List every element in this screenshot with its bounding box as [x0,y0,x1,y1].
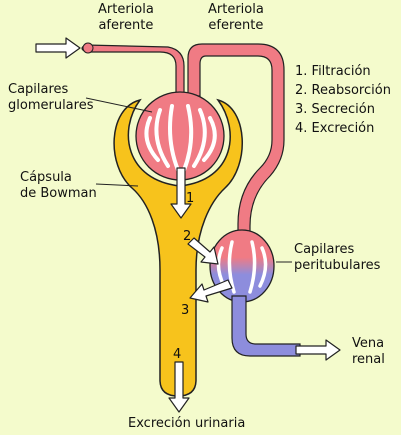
renal-vein-label: Vena renal [352,336,385,368]
renal-vein-label-line-2: renal [352,352,385,368]
afferent-arteriole [82,45,184,96]
glomerular-capillaries-label-line-2: glomerulares [8,98,93,114]
peritubular-capillaries-label-line-2: peritubulares [294,258,380,274]
bowman-capsule-label: Cápsula de Bowman [20,170,97,202]
glomerular-capillaries-label: Capilares glomerulares [8,82,93,114]
step-number-4: 4 [173,347,181,362]
afferent-arteriole-label-line-2: aferente [98,18,154,34]
efferent-arteriole-label: Arteriola eferente [208,2,264,34]
legend-item-filtration: 1. Filtración [295,62,391,81]
peritubular-capillaries-label-line-1: Capilares [294,242,380,258]
step-number-1: 1 [186,191,194,206]
legend-item-secretion: 3. Secreción [295,100,391,119]
efferent-arteriole-label-line-2: eferente [208,18,264,34]
bowman-capsule-label-line-2: de Bowman [20,186,97,202]
afferent-arteriole-label: Arteriola aferente [98,2,154,34]
glomerulus [136,92,224,180]
peritubular-capillaries-label: Capilares peritubulares [294,242,380,274]
legend-item-reabsorption: 2. Reabsorción [295,81,391,100]
step-number-3: 3 [181,303,189,318]
renal-vein-label-line-1: Vena [352,336,385,352]
afferent-arteriole-label-line-1: Arteriola [98,2,154,18]
renal-vein [232,296,300,356]
urinary-excretion-label: Excreción urinaria [128,416,245,432]
glomerular-capillaries-label-line-1: Capilares [8,82,93,98]
afferent-arteriole-opening [83,43,93,53]
outflow-arrow-icon [296,340,340,360]
inflow-arrow-icon [36,38,80,58]
step-number-2: 2 [183,229,191,244]
bowman-capsule-label-line-1: Cápsula [20,170,97,186]
efferent-arteriole-label-line-1: Arteriola [208,2,264,18]
process-legend: 1. Filtración 2. Reabsorción 3. Secreció… [295,62,391,138]
legend-item-excretion: 4. Excreción [295,119,391,138]
